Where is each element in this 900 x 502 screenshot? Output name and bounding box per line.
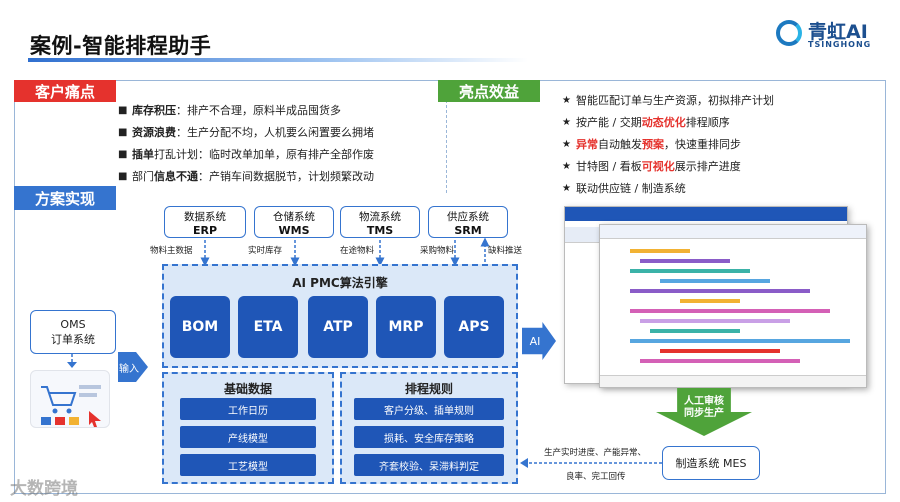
review-line1: 人工审核 (684, 396, 724, 407)
pain-list: ■库存积压：排产不合理，原料半成品囤货多 ■资源浪费：生产分配不均，人机要么闲置… (118, 100, 374, 188)
base-item: 产线模型 (180, 426, 316, 448)
mes-feedback: 生产实时进度、产能异常、 (544, 448, 647, 458)
oms-line2: 订单系统 (51, 333, 95, 346)
pain-item: ■库存积压：排产不合理，原料半成品囤货多 (118, 104, 341, 117)
module-mrp: MRP (376, 296, 436, 358)
flow-label: 在途物料 (340, 246, 375, 256)
base-item: 工艺模型 (180, 454, 316, 476)
logo-name: 青虹AI (808, 21, 868, 43)
title-underline (28, 58, 528, 62)
review-line2: 同步生产 (684, 408, 724, 419)
module-eta: ETA (238, 296, 298, 358)
oms-arrow (67, 354, 77, 368)
logo-ring-icon (776, 20, 802, 46)
rules-title: 排程规则 (404, 382, 453, 396)
base-data-title: 基础数据 (223, 382, 272, 396)
pain-item: ■插单打乱计划：临时改单加单，原有排产全部作废 (118, 148, 374, 161)
module-bom: BOM (170, 296, 230, 358)
base-data-box: 基础数据 工作日历 产线模型 工艺模型 (162, 372, 334, 484)
module-aps: APS (444, 296, 504, 358)
watermark: 大数跨境 (10, 479, 78, 499)
highlight-item: ★异常自动触发预案，快速重排同步 (562, 138, 741, 151)
review-label: 人工审核 同步生产 (676, 396, 732, 420)
mes-arrow (520, 458, 662, 468)
engine-title: AI PMC算法引擎 (292, 276, 388, 290)
highlight-tag: 亮点效益 (438, 80, 540, 102)
base-item: 工作日历 (180, 398, 316, 420)
flow-arrows (200, 237, 490, 266)
highlight-list: ★智能匹配订单与生产资源，初拟排产计划 ★按产能 / 交期动态优化排程顺序 ★异… (562, 90, 774, 200)
rule-item: 损耗、安全库存策略 (354, 426, 504, 448)
logo-sub: TSINGHONG (808, 40, 872, 49)
cart-illustration (30, 370, 110, 428)
flow-label: 采购物料 (420, 246, 455, 256)
pain-tag: 客户痛点 (14, 80, 116, 102)
module-atp: ATP (308, 296, 368, 358)
highlight-item: ★按产能 / 交期动态优化排程顺序 (562, 116, 730, 129)
mes-box: 制造系统 MES (662, 446, 760, 480)
pain-item: ■部门信息不通：产销车间数据脱节，计划频繁改动 (118, 170, 374, 183)
pain-item: ■资源浪费：生产分配不均，人机要么闲置要么拥堵 (118, 126, 374, 139)
flow-label: 实时库存 (248, 246, 283, 256)
ai-engine: AI PMC算法引擎 BOM ETA ATP MRP APS (162, 264, 518, 368)
shopping-cart-icon (41, 385, 101, 427)
top-divider (446, 95, 447, 193)
highlight-item: ★ 联动供应链 / 制造系统 (562, 182, 686, 195)
rule-item: 客户分级、插单规则 (354, 398, 504, 420)
brand-logo: 青虹AI TSINGHONG (772, 16, 882, 52)
page-title: 案例-智能排程助手 (30, 34, 212, 58)
rule-item: 齐套校验、呆滞料判定 (354, 454, 504, 476)
highlight-item: ★智能匹配订单与生产资源，初拟排产计划 (562, 94, 774, 107)
oms-line1: OMS (60, 318, 86, 331)
highlight-item: ★甘特图 / 看板可视化展示排产进度 (562, 160, 741, 173)
top-panel (14, 80, 886, 196)
rules-box: 排程规则 客户分级、插单规则 损耗、安全库存策略 齐套校验、呆滞料判定 (340, 372, 518, 484)
flow-label: 物料主数据 (150, 246, 193, 256)
flow-label: 缺料推送 (488, 246, 523, 256)
oms-box: OMS 订单系统 (30, 310, 116, 354)
gantt-screenshot-front (599, 224, 867, 388)
solution-tag: 方案实现 (14, 186, 116, 210)
mes-feedback: 良率、完工回传 (566, 472, 626, 482)
